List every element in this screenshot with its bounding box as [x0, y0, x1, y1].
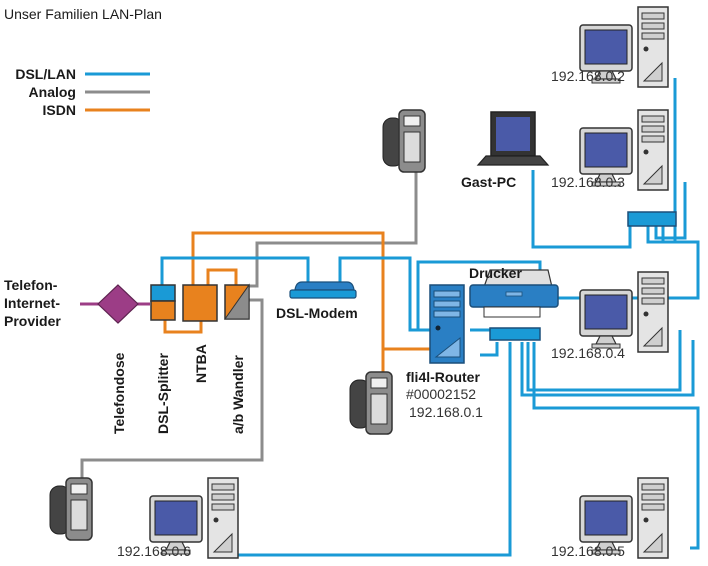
- drucker-label: Drucker: [469, 265, 522, 281]
- provider-label-line2: Internet-: [4, 295, 60, 311]
- dsl-splitter-label: DSL-Splitter: [155, 353, 171, 434]
- legend-lines: [85, 72, 150, 112]
- ip-label-pc2: 192.168.0.2: [551, 68, 625, 84]
- legend-label-isdn: ISDN: [42, 102, 76, 118]
- provider-label-line3: Provider: [4, 313, 61, 329]
- switch-upper-icon: [627, 211, 677, 227]
- printer-icon: [469, 269, 559, 318]
- ip-label-pc3: 192.168.0.3: [551, 174, 625, 190]
- router-name-label: fli4l-Router: [406, 369, 480, 385]
- telefondose-label: Telefondose: [111, 352, 127, 434]
- phone-middle-icon: [349, 371, 393, 435]
- ab-wandler-label: a/b Wandler: [230, 355, 246, 434]
- laptop-icon: [476, 111, 550, 166]
- ip-label-pc5: 192.168.0.5: [551, 543, 625, 559]
- diagram-title: Unser Familien LAN-Plan: [4, 6, 162, 22]
- legend-label-analog: Analog: [28, 84, 76, 100]
- ip-label-pc4: 192.168.0.4: [551, 345, 625, 361]
- dsl-splitter-icon: [150, 284, 176, 321]
- dsl-modem-label: DSL-Modem: [276, 305, 358, 321]
- ntba-icon: [182, 284, 218, 322]
- legend-label-dsl-lan: DSL/LAN: [15, 66, 76, 82]
- pc-192-168-0-4-icon: [579, 271, 669, 353]
- router-code-label: #00002152: [406, 386, 477, 402]
- telefondose-icon: [97, 284, 139, 324]
- router-icon: [429, 284, 465, 364]
- ip-label-pc6: 192.168.0.6: [117, 543, 191, 559]
- gast-pc-label: Gast-PC: [461, 174, 517, 190]
- router-ip-label: 192.168.0.1: [409, 404, 483, 420]
- ab-wandler-icon: [224, 283, 250, 320]
- phone-top-icon: [382, 109, 426, 173]
- dsl-modem-icon: [289, 281, 357, 299]
- phone-bottom-icon: [49, 477, 93, 541]
- provider-label-line1: Telefon-: [4, 277, 58, 293]
- switch-main-icon: [489, 327, 541, 341]
- ntba-label: NTBA: [193, 344, 209, 383]
- analog-lines: [80, 168, 418, 478]
